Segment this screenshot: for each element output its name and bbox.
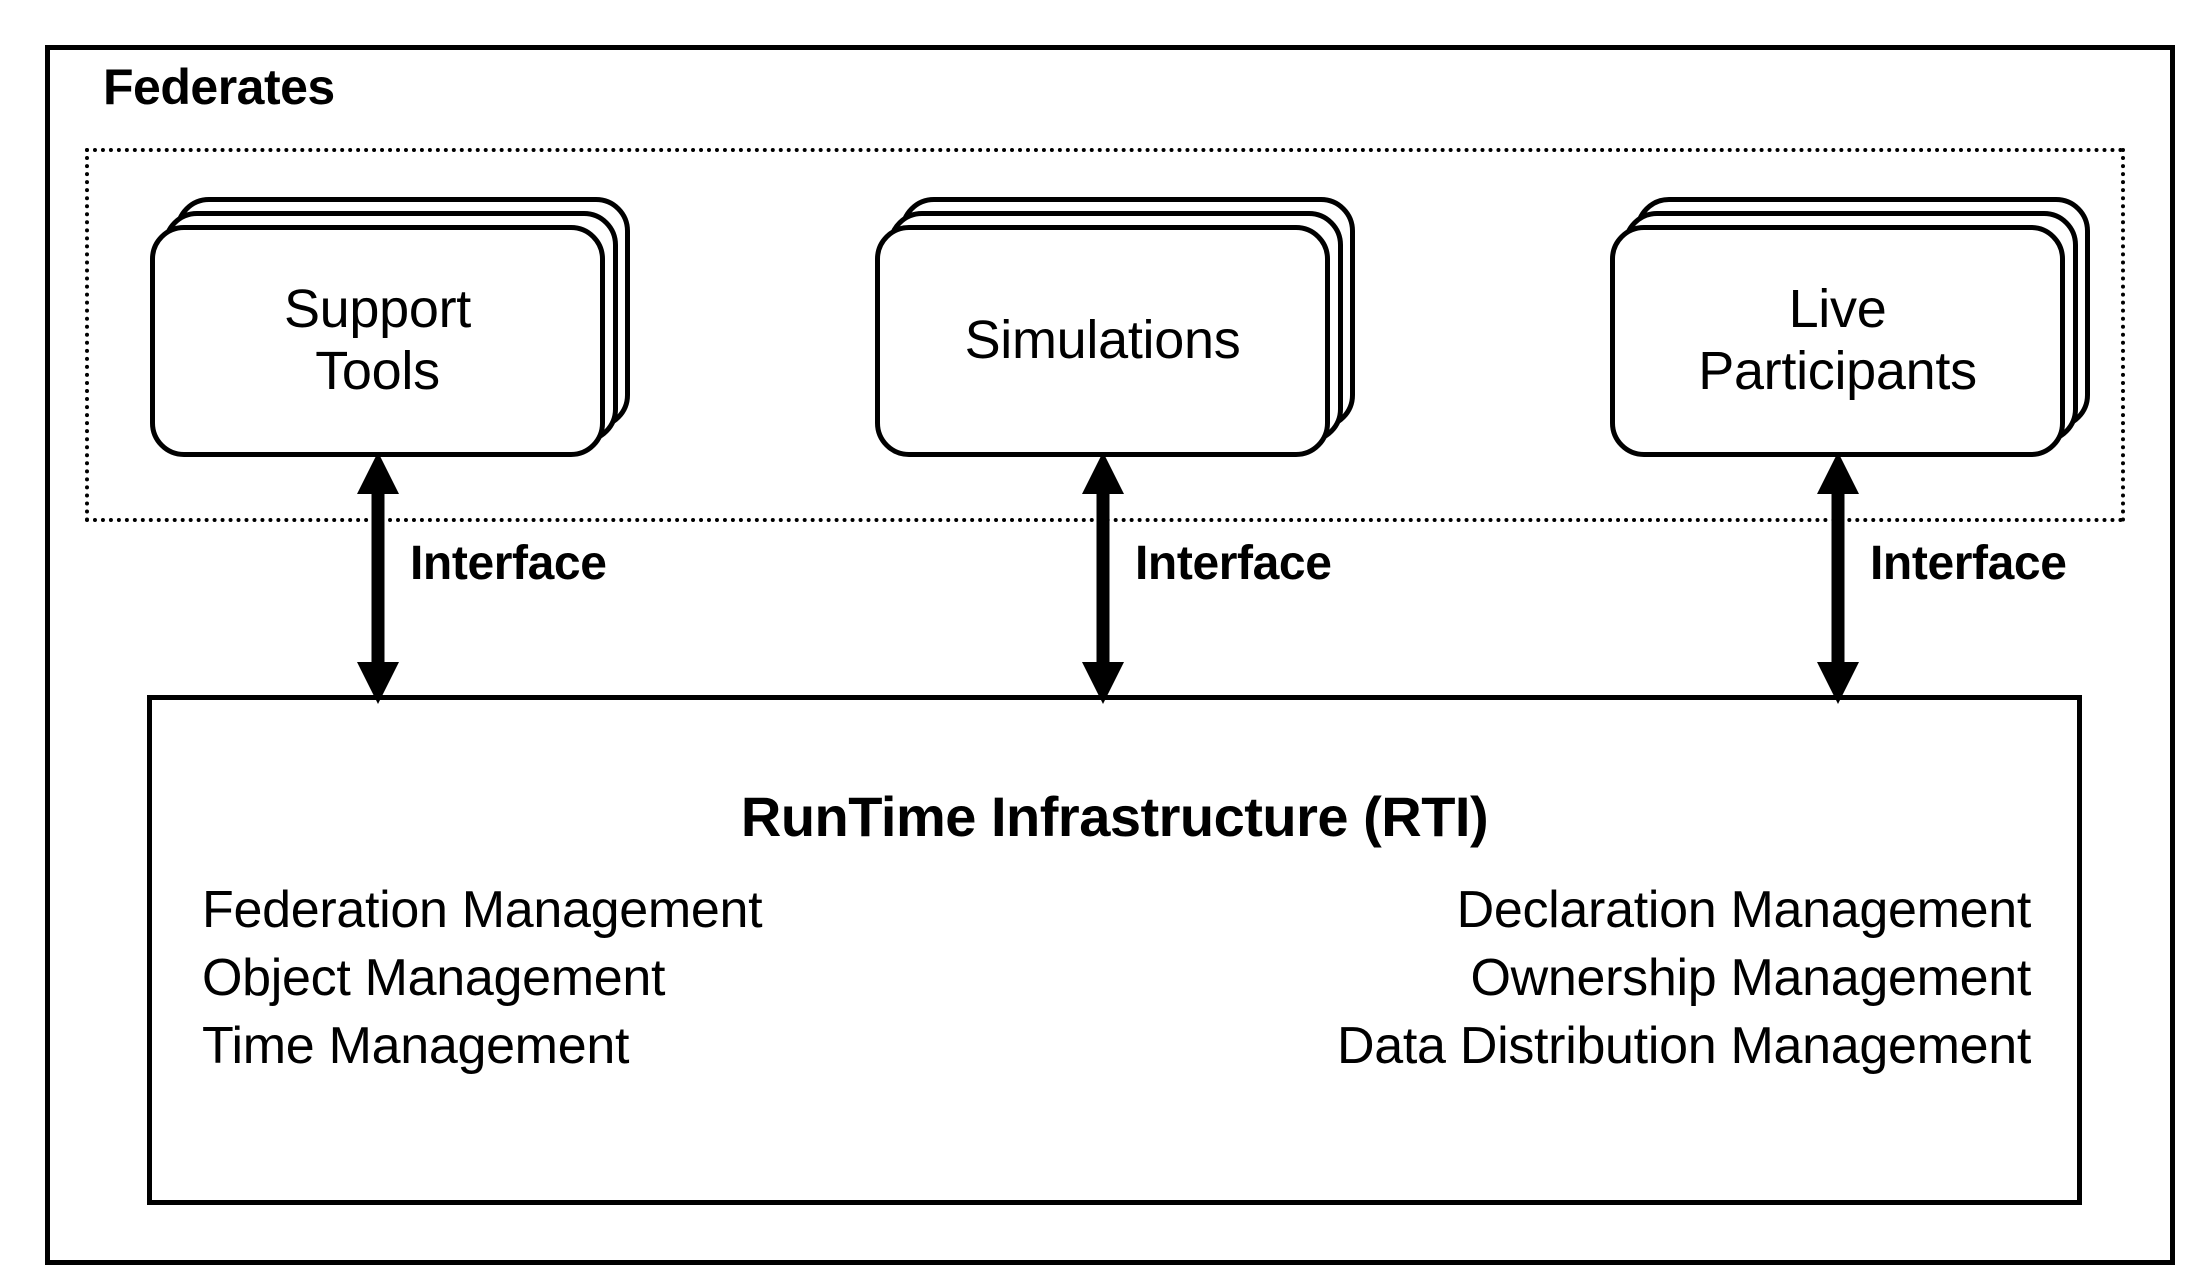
- interface-label-support-tools: Interface: [410, 537, 607, 590]
- card-layer-front[interactable]: Simulations: [875, 225, 1330, 457]
- rti-left-column: Federation Management Object Management …: [202, 881, 763, 1084]
- rti-right-column: Declaration Management Ownership Managem…: [1337, 881, 2031, 1084]
- interface-label-simulations: Interface: [1135, 537, 1332, 590]
- card-label-simulations: Simulations: [964, 310, 1241, 371]
- card-stack-live-participants[interactable]: Live Participants: [1610, 197, 2090, 457]
- card-stack-support-tools[interactable]: Support Tools: [150, 197, 630, 457]
- rti-service-item: Data Distribution Management: [1337, 1016, 2031, 1075]
- card-label-support-tools: Support Tools: [283, 279, 472, 401]
- rti-box[interactable]: RunTime Infrastructure (RTI) Federation …: [147, 695, 2082, 1205]
- rti-service-item: Object Management: [202, 948, 666, 1007]
- double-arrow-icon-live-participants: [1816, 452, 1860, 704]
- double-arrow-icon-simulations: [1081, 452, 1125, 704]
- card-layer-front[interactable]: Live Participants: [1610, 225, 2065, 457]
- card-layer-front[interactable]: Support Tools: [150, 225, 605, 457]
- rti-service-item: Federation Management: [202, 881, 763, 939]
- rti-service-item: Time Management: [202, 1016, 630, 1075]
- card-stack-simulations[interactable]: Simulations: [875, 197, 1355, 457]
- federates-title: Federates: [103, 59, 335, 115]
- interface-label-live-participants: Interface: [1870, 537, 2067, 590]
- rti-service-columns: Federation Management Object Management …: [202, 881, 2031, 1084]
- rti-service-item: Declaration Management: [1456, 881, 2032, 939]
- card-label-live-participants: Live Participants: [1698, 279, 1977, 401]
- double-arrow-icon-support-tools: [356, 452, 400, 704]
- rti-service-item: Ownership Management: [1470, 948, 2031, 1007]
- rti-title: RunTime Infrastructure (RTI): [740, 785, 1489, 848]
